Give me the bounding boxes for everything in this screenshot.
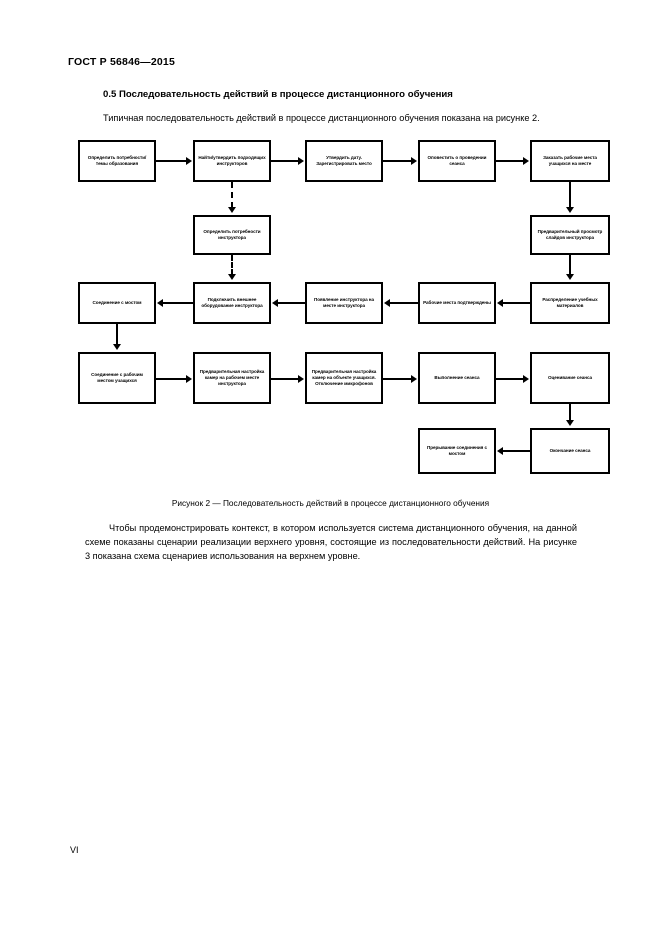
edge-n3-n4 xyxy=(383,160,412,162)
flow-node-n12: Распределение учебных материалов xyxy=(530,282,610,324)
flow-node-n19: Окончание сеанса xyxy=(530,428,610,474)
edge-n13-n14 xyxy=(156,378,187,380)
edge-n1-n2 xyxy=(156,160,187,162)
edge-n7-n12 xyxy=(569,255,571,275)
edge-arrow-n3-n4 xyxy=(411,157,417,165)
flow-node-label: Окончание сеанса xyxy=(549,447,591,453)
flow-node-label: Оповестить о проведении сеанса xyxy=(427,154,487,166)
section-heading: 0.5 Последовательность действий в процес… xyxy=(103,89,453,100)
edge-n17-n19 xyxy=(569,404,571,421)
flow-node-n17: Оценивание сеанса xyxy=(530,352,610,404)
edge-n19-n18 xyxy=(503,450,530,452)
edge-arrow-n11-n10 xyxy=(384,299,390,307)
page-number: VI xyxy=(70,845,79,855)
flow-node-n15: Предварительная настройка камер на объек… xyxy=(305,352,383,404)
flow-node-n3: Утвердить дату. Зарегистрировать место xyxy=(305,140,383,182)
flow-node-n4: Оповестить о проведении сеанса xyxy=(418,140,496,182)
edge-arrow-n19-n18 xyxy=(497,447,503,455)
flow-node-label: Появление инструктора на месте инструкто… xyxy=(313,296,375,308)
body-paragraph: Чтобы продемонстрировать контекст, в кот… xyxy=(85,521,577,564)
edge-arrow-n6-n9 xyxy=(228,274,236,280)
edge-n11-n10 xyxy=(390,302,418,304)
edge-n6-n9 xyxy=(231,255,233,275)
edge-arrow-n17-n19 xyxy=(566,420,574,426)
edge-n12-n11 xyxy=(503,302,530,304)
edge-arrow-n16-n17 xyxy=(523,375,529,383)
edge-n2-n6 xyxy=(231,182,233,208)
flow-node-label: Рабочие места подтверждены xyxy=(423,299,491,305)
edge-arrow-n2-n6 xyxy=(228,207,236,213)
body-paragraph-text: Чтобы продемонстрировать контекст, в кот… xyxy=(85,523,577,562)
flowchart-figure: Определить потребности/ темы образования… xyxy=(0,130,661,490)
flow-node-label: Найти/утвердить подходящих инструкторов xyxy=(198,154,266,166)
standard-designation: ГОСТ Р 56846—2015 xyxy=(68,56,176,68)
edge-arrow-n15-n16 xyxy=(411,375,417,383)
flow-node-n9: Подключить внешнее оборудование инструкт… xyxy=(193,282,271,324)
edge-n10-n9 xyxy=(278,302,305,304)
flow-node-label: Предварительный просмотр слайдов инструк… xyxy=(537,228,603,240)
flow-node-n6: Определить потребности инструктора xyxy=(193,215,271,255)
flow-node-label: Утвердить дату. Зарегистрировать место xyxy=(316,154,372,166)
flow-node-n1: Определить потребности/ темы образования xyxy=(78,140,156,182)
edge-arrow-n14-n15 xyxy=(298,375,304,383)
edge-n8-n13 xyxy=(116,324,118,345)
flow-node-label: Предварительная настройка камер на объек… xyxy=(311,368,377,387)
intro-paragraph: Типичная последовательность действий в п… xyxy=(103,113,540,123)
edge-arrow-n9-n8 xyxy=(157,299,163,307)
flow-node-label: Выполнение сеанса xyxy=(434,374,480,380)
edge-arrow-n12-n11 xyxy=(497,299,503,307)
edge-arrow-n1-n2 xyxy=(186,157,192,165)
edge-arrow-n2-n3 xyxy=(298,157,304,165)
edge-arrow-n7-n12 xyxy=(566,274,574,280)
flow-node-label: Оценивание сеанса xyxy=(547,374,593,380)
edge-n4-n5 xyxy=(496,160,524,162)
flow-node-n5: Заказать рабочие места учащихся на месте xyxy=(530,140,610,182)
edge-arrow-n5-n7 xyxy=(566,207,574,213)
flow-node-n13: Соединение с рабочим местом учащихся xyxy=(78,352,156,404)
edge-n14-n15 xyxy=(271,378,299,380)
figure-caption: Рисунок 2 — Последовательность действий … xyxy=(171,498,490,508)
flow-node-label: Предварительная настройка камер на рабоч… xyxy=(199,368,265,387)
flow-node-label: Соединение с рабочим местом учащихся xyxy=(91,371,143,383)
flow-node-n14: Предварительная настройка камер на рабоч… xyxy=(193,352,271,404)
edge-arrow-n13-n14 xyxy=(186,375,192,383)
flow-node-n8: Соединение с мостом xyxy=(78,282,156,324)
flow-node-label: Прерывание соединения с мостом xyxy=(426,444,488,456)
flow-node-n11: Рабочие места подтверждены xyxy=(418,282,496,324)
edge-n15-n16 xyxy=(383,378,412,380)
flow-node-n2: Найти/утвердить подходящих инструкторов xyxy=(193,140,271,182)
flow-node-label: Определить потребности/ темы образования xyxy=(87,154,147,166)
flow-node-label: Распределение учебных материалов xyxy=(542,296,598,308)
edge-arrow-n8-n13 xyxy=(113,344,121,350)
flow-node-label: Определить потребности инструктора xyxy=(203,228,261,240)
flow-node-n7: Предварительный просмотр слайдов инструк… xyxy=(530,215,610,255)
edge-n5-n7 xyxy=(569,182,571,208)
edge-arrow-n10-n9 xyxy=(272,299,278,307)
flow-node-n10: Появление инструктора на месте инструкто… xyxy=(305,282,383,324)
flow-node-n18: Прерывание соединения с мостом xyxy=(418,428,496,474)
flow-node-label: Подключить внешнее оборудование инструкт… xyxy=(201,296,263,308)
edge-n2-n3 xyxy=(271,160,299,162)
flow-node-label: Соединение с мостом xyxy=(92,299,142,305)
flow-node-label: Заказать рабочие места учащихся на месте xyxy=(543,154,597,166)
edge-n16-n17 xyxy=(496,378,524,380)
edge-n9-n8 xyxy=(163,302,193,304)
flow-node-n16: Выполнение сеанса xyxy=(418,352,496,404)
edge-arrow-n4-n5 xyxy=(523,157,529,165)
